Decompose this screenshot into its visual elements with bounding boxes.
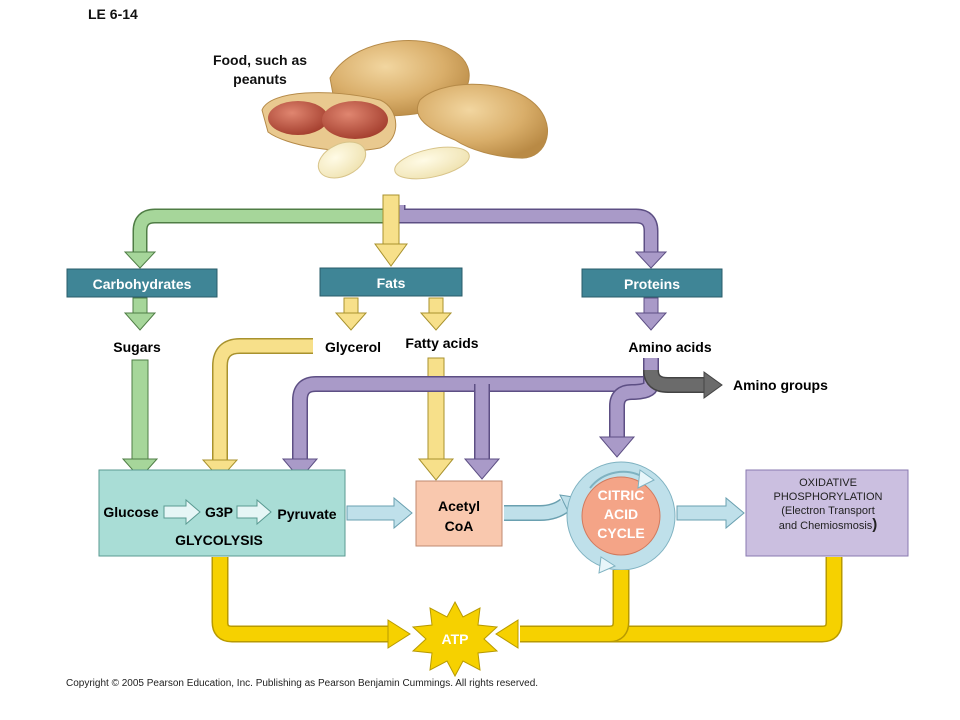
glycolysis-title: GLYCOLYSIS bbox=[175, 532, 263, 548]
amino-acids-arrow bbox=[634, 297, 668, 331]
oxidative-line1: OXIDATIVE bbox=[799, 477, 857, 489]
atp-starburst: ATP bbox=[411, 600, 499, 678]
cycle-label-line2: ACID bbox=[604, 506, 638, 522]
pyruvate-label: Pyruvate bbox=[277, 506, 336, 522]
oxidative-phosphorylation-box bbox=[745, 469, 909, 557]
amino-acids-distribution-arrow bbox=[281, 358, 659, 480]
citric-acid-cycle: CITRIC ACID CYCLE bbox=[566, 461, 676, 574]
cycle-and-oxidative-to-atp-arrow bbox=[495, 557, 843, 649]
oxidative-line4: and Chemiosmosis bbox=[778, 520, 873, 532]
figure-label: LE 6-14 bbox=[88, 6, 138, 22]
carbohydrates-box: Carbohydrates bbox=[66, 268, 218, 298]
glycerol-label: Glycerol bbox=[325, 339, 381, 355]
cycle-label-line3: CYCLE bbox=[597, 525, 644, 541]
cycle-to-oxidative-arrow bbox=[676, 496, 745, 530]
oxidative-line3: (Electron Transport bbox=[781, 505, 875, 517]
fats-box: Fats bbox=[319, 267, 463, 297]
oxidative-phosphorylation-text: OXIDATIVE PHOSPHORYLATION (Electron Tran… bbox=[750, 476, 906, 533]
oxidative-line2: PHOSPHORYLATION bbox=[773, 491, 883, 503]
glucose-label: Glucose bbox=[103, 504, 158, 520]
glucose-to-g3p-arrow bbox=[163, 498, 201, 526]
carbohydrates-label: Carbohydrates bbox=[93, 276, 192, 292]
amino-groups-arrow bbox=[643, 369, 723, 399]
glycolysis-to-atp-arrow bbox=[211, 557, 411, 649]
coa-label: CoA bbox=[445, 518, 474, 534]
glycolysis-box: Glucose G3P Pyruvate GLYCOLYSIS bbox=[98, 469, 346, 557]
atp-label: ATP bbox=[442, 631, 469, 647]
fats-label: Fats bbox=[377, 275, 406, 291]
sugars-to-glucose-arrow bbox=[121, 359, 159, 479]
protein-pathway-arrow bbox=[390, 205, 668, 269]
acetyl-label: Acetyl bbox=[438, 498, 480, 514]
sugars-arrow bbox=[123, 297, 157, 331]
fat-pathway-arrow bbox=[374, 194, 408, 267]
cycle-arrowhead-bottom bbox=[598, 556, 617, 574]
proteins-label: Proteins bbox=[624, 276, 680, 292]
g3p-label: G3P bbox=[205, 504, 233, 520]
closing-paren: ) bbox=[872, 516, 878, 533]
amino-groups-label: Amino groups bbox=[733, 377, 828, 393]
peanuts-image bbox=[261, 40, 548, 180]
food-label: Food, such as peanuts bbox=[212, 52, 308, 87]
pyruvate-to-acetyl-coa-arrow bbox=[346, 496, 413, 530]
g3p-to-pyruvate-arrow bbox=[236, 498, 272, 526]
acetyl-coa-box: Acetyl CoA bbox=[415, 480, 503, 547]
glycerol-arrow bbox=[334, 297, 368, 331]
fatty-acids-arrow bbox=[419, 297, 453, 331]
carbohydrate-pathway-arrow bbox=[123, 205, 398, 269]
fatty-acids-label: Fatty acids bbox=[405, 335, 478, 351]
cycle-label-line1: CITRIC bbox=[598, 487, 645, 503]
amino-acids-label: Amino acids bbox=[628, 339, 711, 355]
sugars-label: Sugars bbox=[113, 339, 161, 355]
proteins-box: Proteins bbox=[581, 268, 723, 298]
cycle-arrowhead-top bbox=[637, 469, 655, 489]
copyright-notice: Copyright © 2005 Pearson Education, Inc.… bbox=[66, 678, 539, 689]
